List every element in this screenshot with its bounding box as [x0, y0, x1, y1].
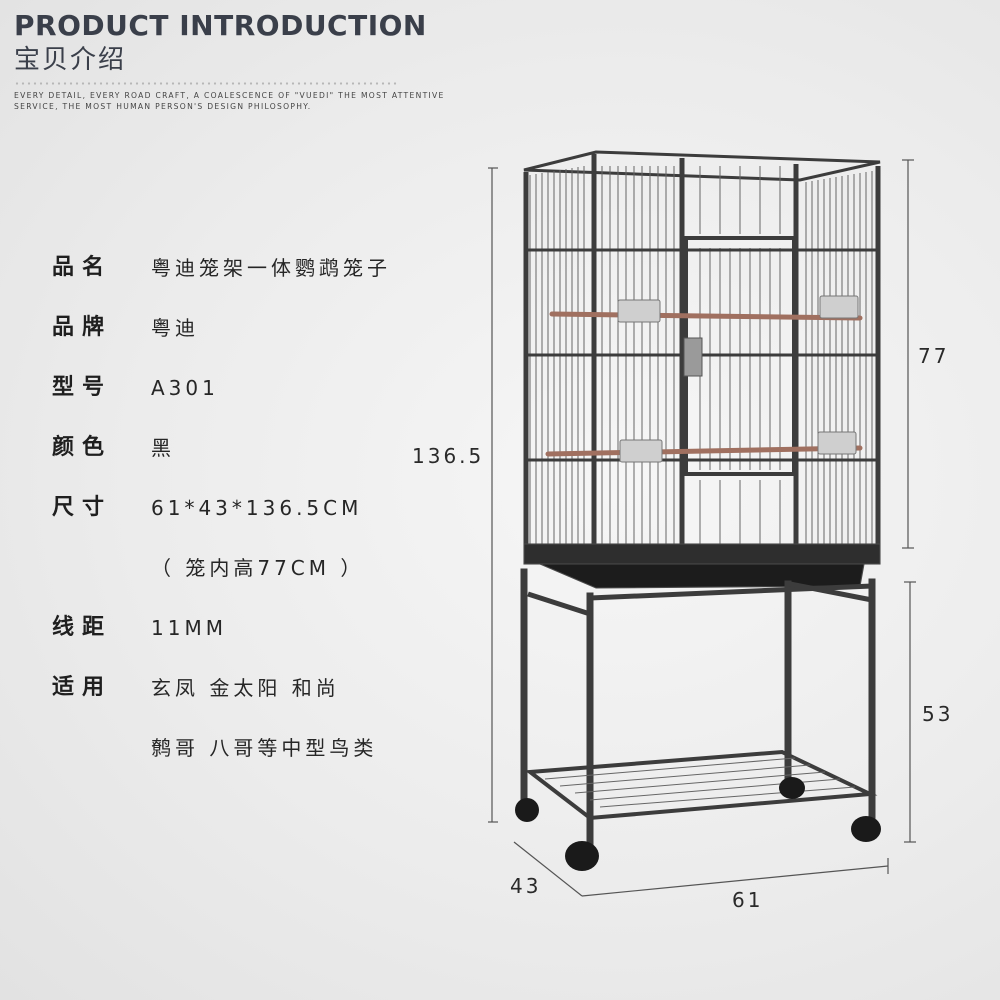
spec-label: 品名: [52, 255, 113, 280]
tagline: EVERY DETAIL, EVERY ROAD CRAFT, A COALES…: [14, 90, 594, 112]
spec-label: 品牌: [52, 315, 113, 340]
header: PRODUCT INTRODUCTION 宝贝介绍 EVERY DETAIL, …: [14, 8, 594, 112]
spec-label: 尺寸: [52, 495, 113, 520]
tagline-line-2: SERVICE, THE MOST HUMAN PERSON'S DESIGN …: [14, 102, 312, 111]
spec-label: 线距: [52, 615, 113, 640]
dimension-depth: 43: [510, 874, 542, 898]
spec-value: 鹩哥 八哥等中型鸟类: [151, 736, 378, 760]
spec-label: 型号: [52, 375, 113, 400]
spec-value: 11MM: [151, 616, 227, 640]
spec-value: 粤迪笼架一体鹦鹉笼子: [151, 256, 391, 280]
dimension-cage-height: 77: [918, 344, 950, 368]
dimension-total-height: 136.5: [412, 444, 485, 468]
spec-value: 粤迪: [151, 316, 199, 340]
caster-wheels: [515, 777, 881, 871]
spec-value: 61*43*136.5CM: [151, 496, 363, 520]
page-subtitle: 宝贝介绍: [14, 45, 127, 75]
page-title: PRODUCT INTRODUCTION: [14, 9, 427, 42]
spec-value: 黑: [151, 436, 175, 460]
spec-label: 适用: [52, 675, 113, 700]
dotted-divider: [14, 82, 400, 85]
dimension-stand-height: 53: [922, 702, 954, 726]
spec-value: A301: [151, 376, 219, 400]
spec-value: （ 笼内高77CM ）: [151, 556, 365, 580]
spec-label: 颜色: [52, 435, 113, 460]
spec-value: 玄凤 金太阳 和尚: [151, 676, 340, 700]
bird-cage-image: [488, 150, 916, 897]
dimension-width: 61: [732, 888, 764, 912]
dimension-lines: [488, 159, 916, 897]
tagline-line-1: EVERY DETAIL, EVERY ROAD CRAFT, A COALES…: [14, 91, 445, 100]
cage-body: [523, 150, 881, 589]
cage-stand: [520, 568, 878, 846]
